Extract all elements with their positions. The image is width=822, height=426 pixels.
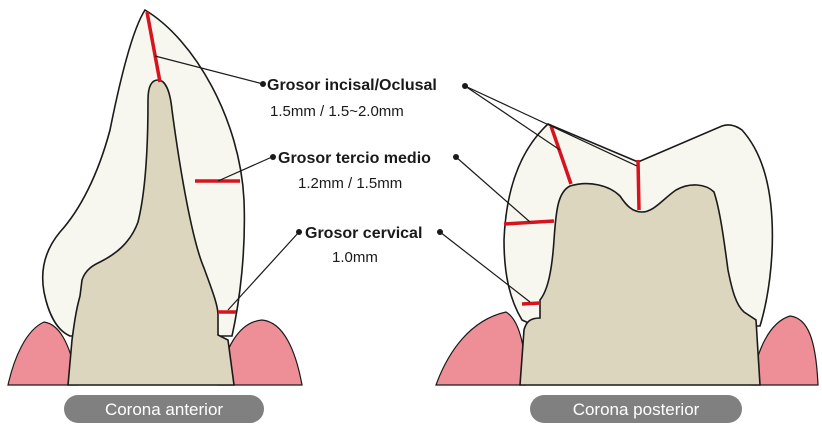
dot-middle-left [270,154,276,160]
dot-cervical-right [437,229,443,235]
caption-posterior: Corona posterior [530,395,742,423]
caption-anterior-text: Corona anterior [105,400,223,419]
posterior-gum-right [752,316,818,385]
posterior-cervical-mark [522,303,540,304]
posterior-tooth [436,124,818,385]
middle-title: Grosor tercio medio [278,150,431,167]
dot-cervical-left [296,229,302,235]
anterior-tooth [8,10,302,385]
incisal-value: 1.5mm / 1.5~2.0mm [270,103,404,120]
cervical-value: 1.0mm [332,249,378,266]
dot-incisal-left [260,81,266,87]
dot-incisal-right [462,83,468,89]
incisal-title: Grosor incisal/Oclusal [267,77,437,94]
caption-anterior: Corona anterior [64,395,264,423]
posterior-incisal-mark-2 [638,160,639,210]
cervical-title: Grosor cervical [305,225,422,242]
dot-middle-right [453,154,459,160]
caption-posterior-text: Corona posterior [573,400,700,419]
leader-incisal-posterior-1 [465,86,560,150]
posterior-gum-left [436,312,526,385]
middle-value: 1.2mm / 1.5mm [298,175,402,192]
